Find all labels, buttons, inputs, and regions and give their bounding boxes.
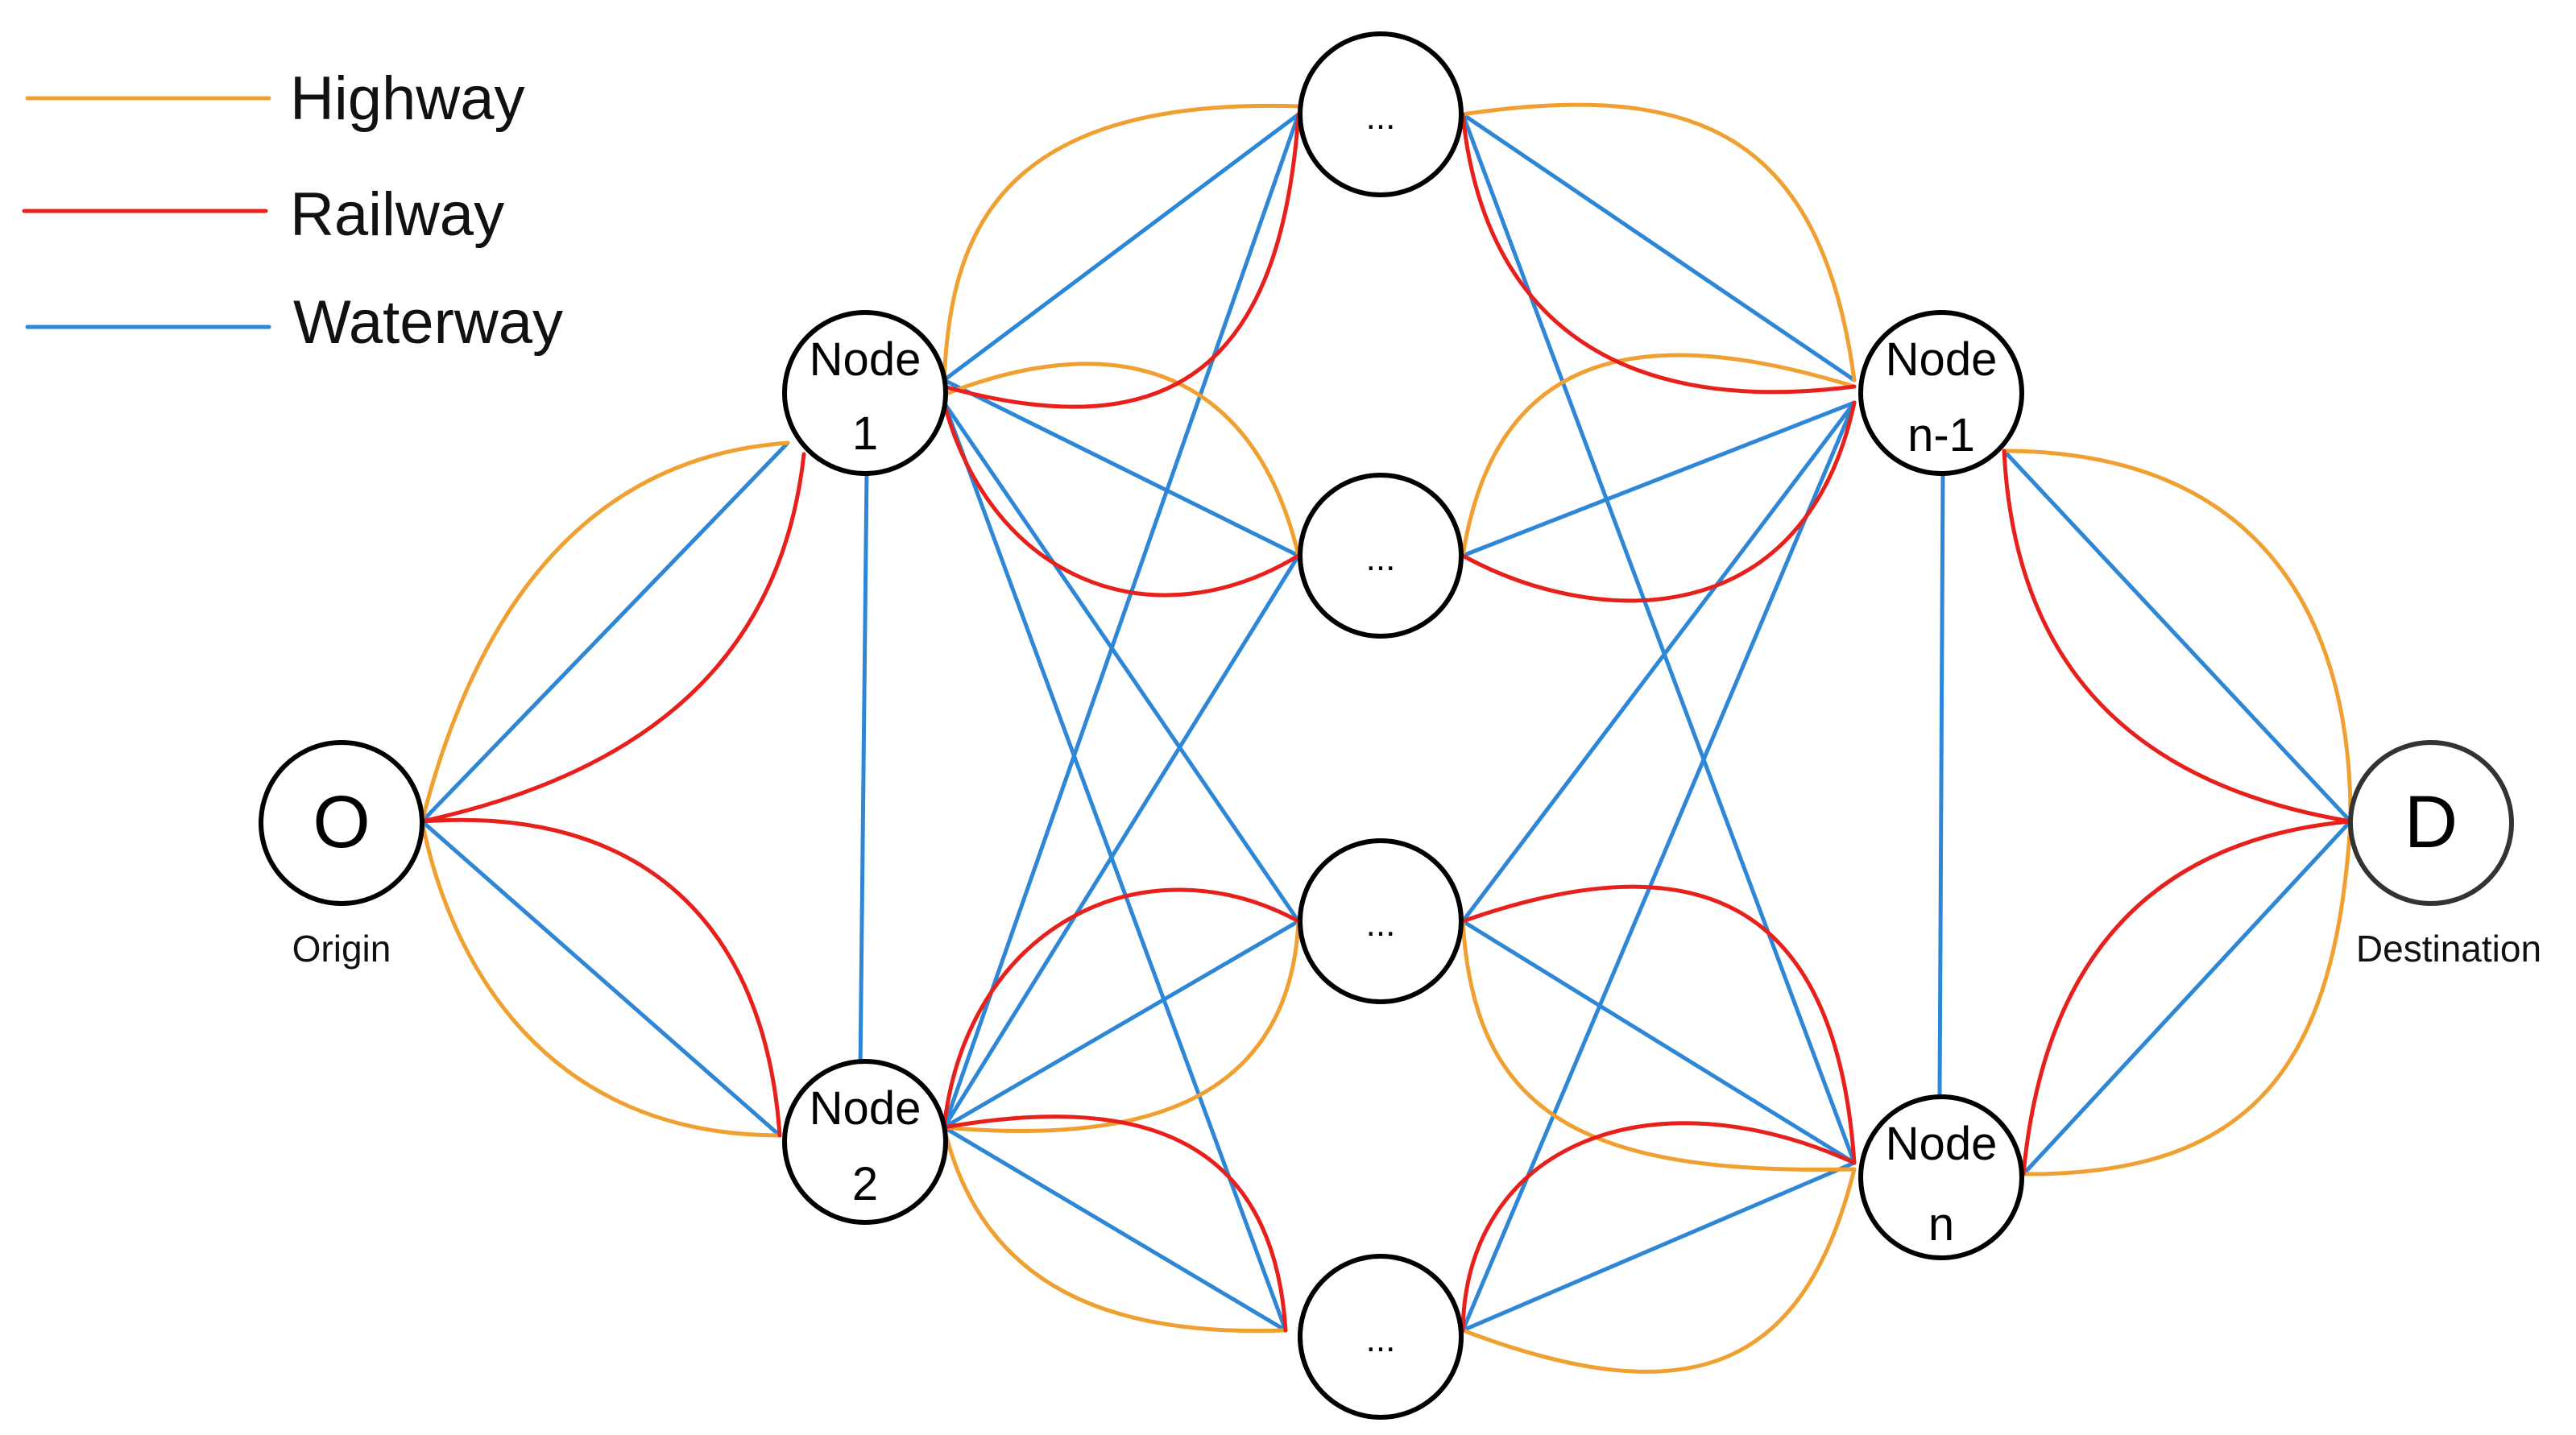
edge-waterway — [420, 819, 782, 1138]
edge-highway — [1460, 102, 1857, 383]
edge-waterway — [2021, 819, 2353, 1177]
edge-waterway — [1460, 400, 1857, 558]
edge-waterway — [942, 112, 1301, 383]
edge-highway — [420, 819, 782, 1138]
edge-highway — [2021, 819, 2353, 1177]
edge-railway — [420, 817, 782, 1138]
edge-highway — [942, 919, 1301, 1133]
edge-railway — [942, 887, 1301, 1130]
edge-waterway — [1460, 919, 1857, 1165]
node-origin-caption: Origin — [292, 928, 391, 970]
node-n-label-line2: n — [1928, 1198, 1954, 1251]
edge-waterway — [1937, 468, 1945, 1098]
edge-waterway — [942, 400, 1301, 924]
edge-waterway — [942, 919, 1301, 1130]
node-2-label-line2: 2 — [852, 1158, 878, 1210]
node-1-label-line1: Node — [810, 333, 921, 386]
node-2-label-line1: Node — [810, 1082, 921, 1135]
edge-waterway — [942, 553, 1301, 1130]
node-intermediate-2-label: ... — [1366, 539, 1396, 578]
node-destination-label: D — [2404, 781, 2458, 863]
edge-railway — [942, 400, 1301, 598]
edge-railway — [420, 452, 806, 824]
node-n-1-label-line1: Node — [1886, 333, 1998, 386]
edge-highway — [420, 440, 790, 824]
node-destination: D Destination — [2348, 740, 2541, 970]
node-n-1: Node n-1 — [1858, 310, 2024, 476]
edge-highway — [942, 362, 1301, 558]
node-n: Node n — [1858, 1094, 2024, 1260]
edge-railway — [1460, 1121, 1857, 1333]
node-intermediate-4-label: ... — [1366, 1320, 1396, 1359]
node-intermediate-1: ... — [1298, 31, 1464, 197]
edge-waterway — [942, 400, 1288, 1333]
edge-highway — [2002, 449, 2353, 824]
edge-highway — [1460, 353, 1857, 558]
node-n-label-line1: Node — [1886, 1118, 1998, 1170]
node-2: Node 2 — [782, 1059, 948, 1225]
edge-waterway — [2002, 449, 2353, 824]
legend-railway-label: Railway — [290, 180, 504, 249]
edge-railway — [1460, 112, 1857, 395]
legend: Highway Railway Waterway — [22, 64, 563, 357]
node-intermediate-3-label: ... — [1366, 904, 1396, 944]
edge-waterway — [942, 112, 1301, 1130]
waterway-edges — [420, 112, 2353, 1333]
edge-highway — [942, 1125, 1288, 1334]
edge-highway — [942, 103, 1301, 383]
edge-waterway — [1460, 400, 1857, 1333]
edge-waterway — [1460, 112, 1857, 383]
edge-waterway — [858, 468, 869, 1073]
highway-edges — [420, 102, 2353, 1374]
edge-railway — [2002, 449, 2353, 824]
node-1-label-line2: 1 — [852, 407, 878, 460]
edge-highway — [1460, 919, 1857, 1172]
edge-railway — [942, 1115, 1288, 1333]
node-origin-label: O — [313, 781, 371, 863]
edge-railway — [942, 112, 1301, 409]
legend-waterway-label: Waterway — [293, 288, 563, 357]
edge-railway — [1460, 884, 1857, 1165]
edge-railway — [1460, 400, 1857, 603]
node-n-1-label-line2: n-1 — [1907, 409, 1975, 461]
railway-edges — [420, 112, 2353, 1333]
node-intermediate-4: ... — [1298, 1254, 1464, 1420]
edge-waterway — [420, 440, 790, 824]
edge-waterway — [1460, 112, 1857, 1165]
legend-highway-label: Highway — [290, 64, 524, 133]
node-intermediate-3: ... — [1298, 838, 1464, 1004]
edge-waterway — [1460, 1160, 1857, 1333]
edge-waterway — [1460, 400, 1857, 924]
edge-waterway — [942, 378, 1301, 558]
node-intermediate-1-label: ... — [1366, 97, 1396, 137]
node-1: Node 1 — [782, 310, 948, 476]
edge-waterway — [942, 1125, 1288, 1333]
node-origin: O Origin — [259, 740, 425, 970]
node-intermediate-2: ... — [1298, 473, 1464, 639]
edge-highway — [1460, 1167, 1857, 1374]
node-destination-caption: Destination — [2356, 928, 2541, 970]
edge-railway — [2021, 819, 2353, 1177]
